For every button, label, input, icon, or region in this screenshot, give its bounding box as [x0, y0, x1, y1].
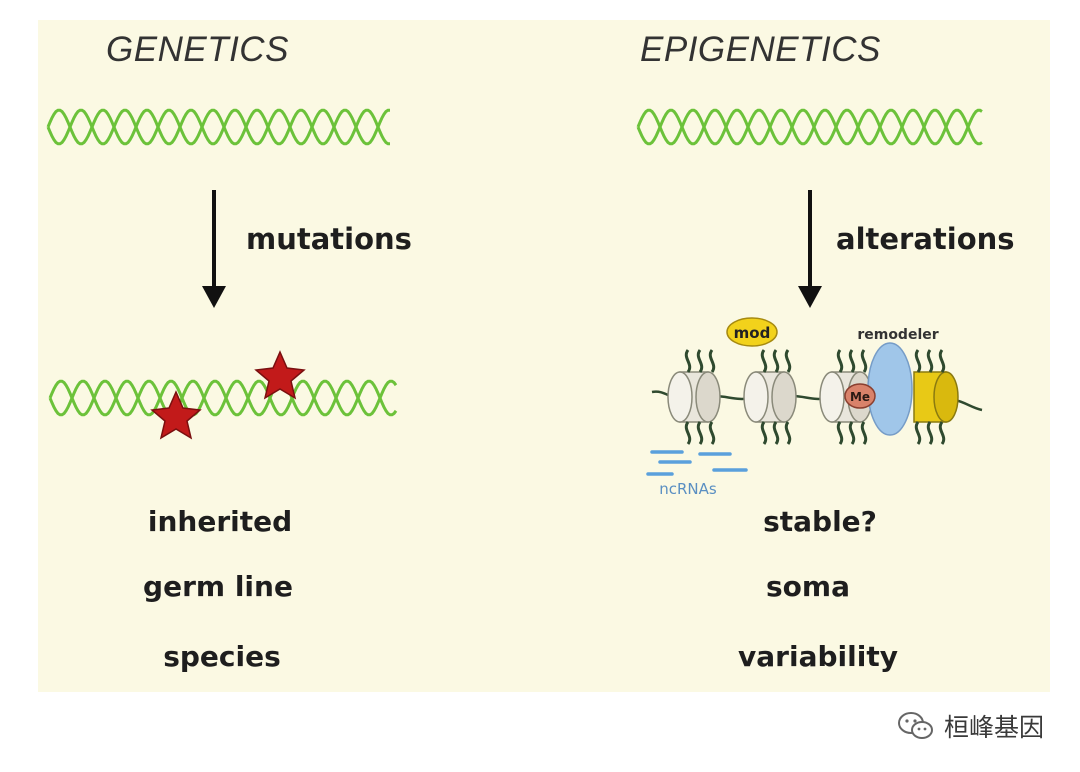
genetics-trait-1: inherited: [147, 505, 293, 538]
remodeler-label: remodeler: [857, 327, 938, 343]
ncrna-label: ncRNAs: [659, 480, 717, 498]
dna-strand: [636, 108, 983, 146]
mod-label: mod: [734, 324, 771, 342]
watermark-text: 桓峰基因: [943, 713, 1044, 742]
alterations-arrow: [798, 190, 822, 308]
wechat-icon: [897, 712, 933, 739]
epigenetics-title: EPIGENETICS: [640, 30, 881, 69]
dna-strand: [46, 108, 390, 146]
yellow-nucleosome-icon: [913, 349, 959, 445]
epigenetics-trait-2: soma: [766, 570, 850, 603]
watermark: 桓峰基因: [896, 706, 1044, 746]
genetics-trait-3: species: [163, 640, 281, 673]
dna-strand: [48, 379, 398, 417]
chromatin-diagram: Me mod remodeler ncRNAs: [646, 317, 983, 498]
ncrna-strands-icon: [646, 450, 748, 476]
methyl-label: Me: [850, 390, 870, 404]
genetics-trait-2: germ line: [143, 570, 293, 603]
nucleosome-icon: [667, 349, 721, 445]
nucleosome-icon: [743, 349, 797, 445]
dna-strand: [46, 108, 390, 146]
methyl-badge-icon: [844, 383, 876, 409]
remodeler-icon: [867, 342, 913, 436]
mutations-arrow: [202, 190, 226, 308]
epigenetics-trait-3: variability: [738, 640, 898, 673]
genetics-title: GENETICS: [106, 30, 289, 69]
mutations-label: mutations: [246, 222, 412, 256]
mod-badge-icon: [726, 317, 778, 347]
dna-helix-genetics-top: [46, 108, 390, 146]
dna-helix-mutated: [48, 379, 398, 417]
epigenetics-trait-1: stable?: [763, 505, 877, 538]
mutation-star-icon: [150, 390, 202, 440]
mutation-star-icon: [254, 350, 306, 400]
alterations-label: alterations: [836, 222, 1015, 256]
dna-helix-epigenetics-top: [636, 108, 983, 146]
dna-strand: [48, 379, 398, 417]
